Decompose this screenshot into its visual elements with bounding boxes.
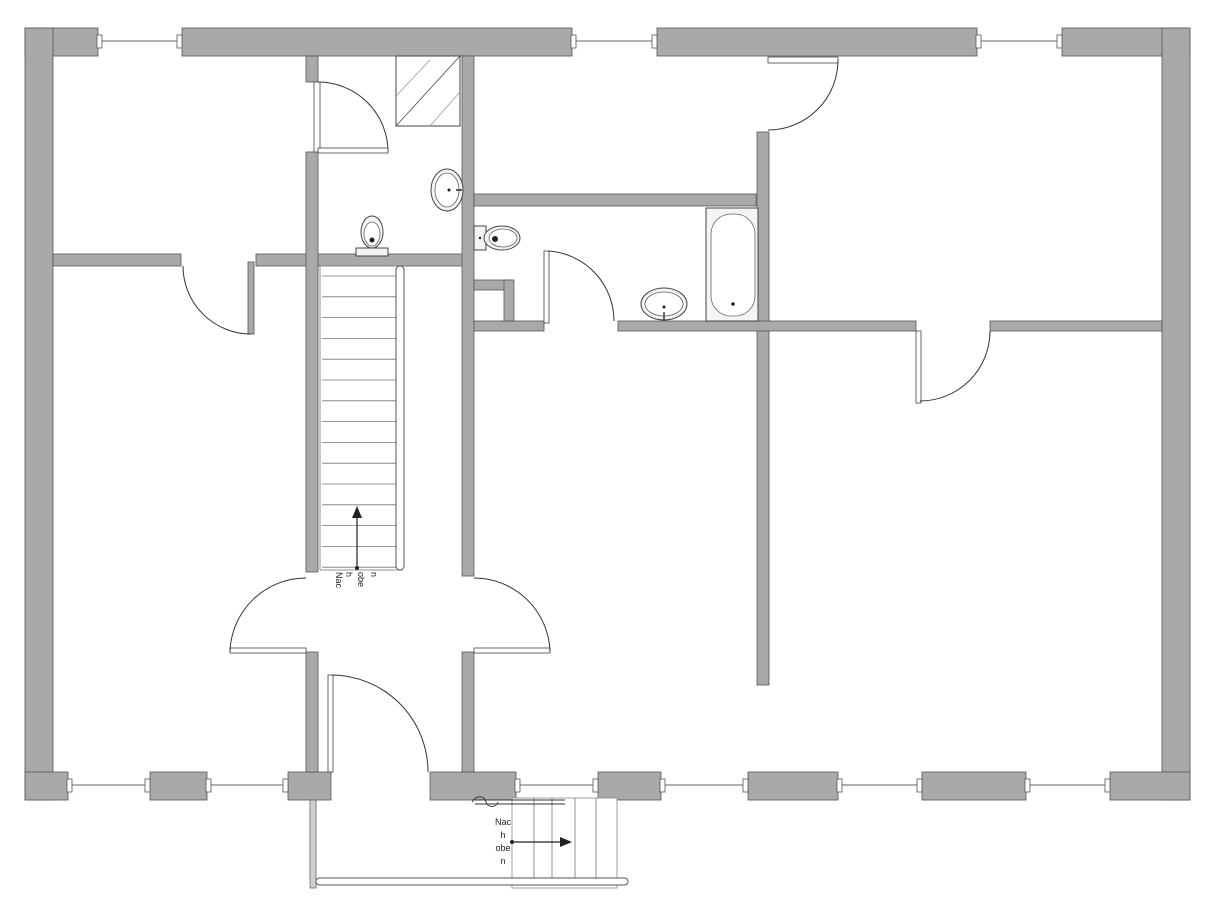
wall-bottom-segment xyxy=(597,771,662,801)
main-stair-label: Nac h obe n xyxy=(334,572,379,589)
window xyxy=(570,34,658,49)
wall-central xyxy=(461,55,475,577)
exterior-walls xyxy=(24,27,1191,801)
toilet-icon xyxy=(473,225,521,251)
wall-left-room-divider xyxy=(52,253,182,267)
wall-lower-hall-left xyxy=(305,651,319,773)
stair-label-line: h xyxy=(344,572,354,577)
stair-label-line: h xyxy=(500,830,505,840)
wall-bath-top xyxy=(473,193,757,207)
stair-label-line: obe xyxy=(495,843,510,853)
wall-bottom-segment xyxy=(921,771,1027,801)
entrance-staircase xyxy=(309,796,629,889)
door xyxy=(767,56,839,131)
stair-label-line: n xyxy=(500,856,505,866)
window xyxy=(96,34,183,49)
door xyxy=(915,330,991,404)
wall-bottom-segment xyxy=(747,771,839,801)
entrance-arrow-head xyxy=(560,837,572,847)
wall-top-segment xyxy=(656,27,978,57)
entrance-handrail xyxy=(315,877,629,886)
wall-top-segment xyxy=(181,27,573,57)
doors xyxy=(182,56,991,773)
wall-bath-bottom-left xyxy=(473,320,545,332)
wall-shaft xyxy=(503,279,515,322)
window xyxy=(659,778,749,793)
stair-steps xyxy=(322,275,398,568)
stair-arrow-head xyxy=(352,506,362,518)
stair-label-line: obe xyxy=(356,572,366,587)
door xyxy=(313,81,389,154)
entrance-wall xyxy=(309,799,317,889)
bathtub-icon xyxy=(705,207,759,322)
storage-box xyxy=(395,55,461,127)
window xyxy=(205,778,289,793)
wall-bottom-segment xyxy=(149,771,208,801)
stair-label-line: Nac xyxy=(495,817,512,827)
window xyxy=(66,778,151,793)
toilet-icon xyxy=(355,215,389,257)
sink-icon xyxy=(430,168,464,212)
wall-bottom-segment xyxy=(429,771,517,801)
wall-right-room-divider xyxy=(989,320,1163,332)
stair-handrail xyxy=(395,265,405,571)
window xyxy=(514,778,599,793)
entrance-steps xyxy=(533,798,597,878)
door xyxy=(182,265,252,335)
wall-bath-bottom xyxy=(617,320,917,332)
sink-icon xyxy=(640,287,688,321)
wall-stair-left xyxy=(305,151,319,573)
wall-bottom-left-corner xyxy=(24,771,69,801)
interior-walls xyxy=(52,55,1163,773)
window xyxy=(1024,778,1111,793)
door xyxy=(473,577,551,654)
wall-bottom-segment xyxy=(287,771,332,801)
wall-left xyxy=(24,27,54,801)
window xyxy=(836,778,923,793)
main-staircase xyxy=(319,265,405,571)
door xyxy=(543,250,615,324)
windows xyxy=(66,34,1111,793)
stair-label-line: Nac xyxy=(334,572,344,589)
door-jamb xyxy=(247,261,255,335)
door xyxy=(327,674,429,773)
entrance-stair-label: Nac h obe n xyxy=(495,817,512,866)
wall-lower-hall-right xyxy=(461,651,475,773)
wall-stub xyxy=(305,55,319,83)
wall-bottom-right-corner xyxy=(1109,771,1191,801)
wall-right-divider xyxy=(756,131,770,686)
stair-label-line: n xyxy=(369,572,379,577)
wall-right xyxy=(1161,27,1191,801)
window xyxy=(975,34,1063,49)
door xyxy=(229,577,307,654)
